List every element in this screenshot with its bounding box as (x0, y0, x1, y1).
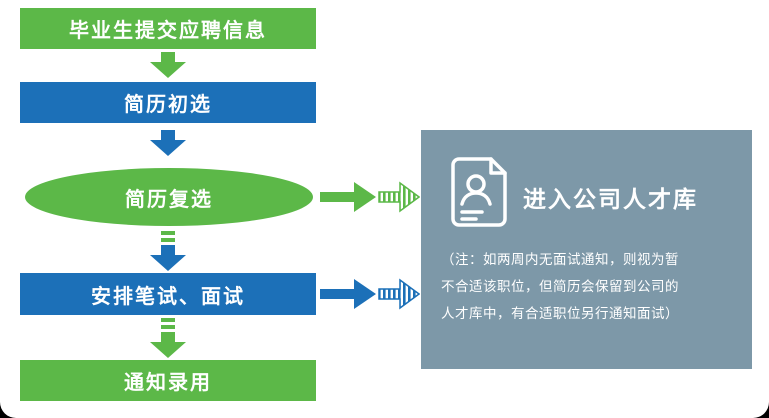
right-arrow-hatched-2-icon (378, 277, 421, 311)
flow-step-submit-info: 毕业生提交应聘信息 (20, 8, 316, 49)
flow-step-resume-initial-screening: 简历初选 (20, 82, 316, 123)
resume-document-icon (449, 156, 509, 228)
panel-note-line-1: （注：如两周内无面试通知，则视为暂 (441, 252, 679, 267)
panel-note-line-2: 不合适该职位，但简历会保留到公司的 (441, 279, 679, 294)
right-arrow-hatched-1-icon (378, 180, 421, 214)
flow-step-resume-rescreening-label: 简历复选 (125, 188, 213, 211)
right-arrow-green-icon (320, 182, 376, 212)
flow-step-resume-rescreening: 简历复选 (25, 168, 313, 226)
panel-note: （注：如两周内无面试通知，则视为暂 不合适该职位，但简历会保留到公司的 人才库中… (441, 246, 742, 327)
right-arrow-blue-icon (320, 279, 376, 309)
flow-step-resume-initial-screening-label: 简历初选 (124, 94, 212, 116)
panel-note-line-3: 人才库中，有合适职位另行通知面试） (441, 306, 679, 321)
flow-step-submit-info-label: 毕业生提交应聘信息 (69, 20, 267, 42)
down-arrow-1-icon (150, 52, 186, 78)
down-arrow-4-icon (150, 318, 186, 358)
down-arrow-3-icon (150, 231, 186, 271)
down-arrow-2-icon (150, 130, 186, 156)
flow-step-arrange-tests-interview-label: 安排笔试、面试 (91, 285, 245, 308)
flow-step-arrange-tests-interview: 安排笔试、面试 (20, 273, 316, 315)
flow-step-offer-notification: 通知录用 (20, 360, 316, 401)
flow-step-offer-notification-label: 通知录用 (124, 372, 212, 394)
talent-pool-panel: 进入公司人才库 （注：如两周内无面试通知，则视为暂 不合适该职位，但简历会保留到… (421, 130, 752, 369)
panel-title: 进入公司人才库 (523, 186, 698, 212)
